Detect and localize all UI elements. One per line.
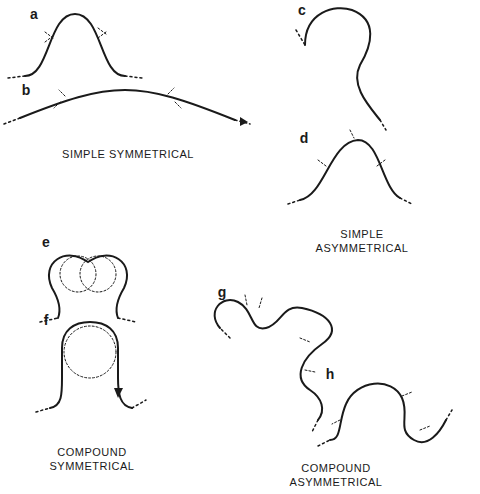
fold-curve [330,384,446,443]
fold-curve [305,8,380,120]
fold-extension [36,400,146,412]
fold-extension [318,410,452,446]
limb-mark [245,295,315,372]
figure-letter: b [22,82,31,100]
dotted-circle [80,256,116,292]
fold-extension [296,30,386,130]
limb-mark [54,88,181,108]
figure-letter: e [42,234,50,252]
fold-type-caption: SIMPLE SYMMETRICAL [18,148,238,162]
fold-extension [220,328,318,432]
fold-extension [4,118,250,124]
fold-extension [8,76,142,78]
dotted-circle [64,326,116,378]
fold-curve [20,90,235,120]
fold-curve [49,256,127,318]
limb-mark [45,28,106,42]
fold-curve [300,140,400,200]
figure-letter: a [30,6,38,24]
fold-curve [215,300,332,420]
figure-letter: h [326,366,335,384]
arrow-tip [240,117,248,126]
fold-extension [288,198,412,204]
fold-type-caption: COMPOUND SYMMETRICAL [37,446,147,474]
fold-type-caption: COMPOUND ASYMMETRICAL [281,462,391,490]
limb-mark [332,392,430,430]
figure-letter: d [300,130,309,148]
limb-mark [318,130,385,166]
figure-letter: c [298,2,306,20]
fold-curve [50,322,132,408]
dotted-circle [60,256,96,292]
arrow-tip [114,388,123,398]
figure-letter: g [218,284,227,302]
fold-curve [25,14,125,76]
fold-type-caption: SIMPLE ASYMMETRICAL [307,228,417,256]
figure-letter: f [44,312,49,330]
